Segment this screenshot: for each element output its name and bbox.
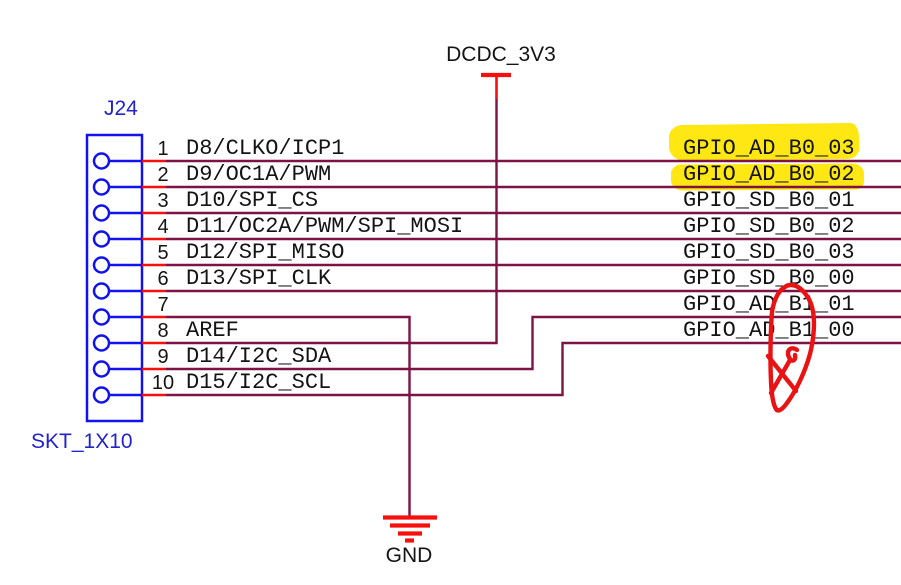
pin-label-6: D13/SPI_CLK	[186, 266, 332, 291]
connector-box	[85, 133, 144, 423]
pin-number-5: 5	[157, 242, 169, 264]
pin-number-9: 9	[157, 346, 169, 368]
power-symbol-3v3	[481, 72, 511, 99]
part-number-label: SKT_1X10	[31, 430, 133, 453]
wire-pin7-gnd	[166, 315, 411, 517]
net-label-gpio-sd-b0-02: GPIO_SD_B0_02	[683, 214, 855, 239]
pin-circle-9	[92, 360, 111, 378]
pin-circle-2	[92, 178, 111, 196]
pin-circle-10	[92, 386, 111, 404]
pin-label-2: D9/OC1A/PWM	[186, 162, 332, 187]
wire-pin8-aref-3v3	[166, 99, 498, 345]
net-label-gpio-sd-b0-03: GPIO_SD_B0_03	[683, 240, 855, 265]
net-label-gpio-sd-b0-00: GPIO_SD_B0_00	[683, 266, 855, 291]
pin-number-4: 4	[157, 216, 169, 238]
pin-circle-7	[92, 308, 111, 326]
pin-number-3: 3	[157, 190, 169, 212]
power-rail-label: DCDC_3V3	[446, 43, 556, 66]
wire-pin10-scl	[166, 341, 901, 397]
net-label-gpio-sd-b0-01: GPIO_SD_B0_01	[683, 188, 855, 213]
gnd-symbol	[383, 515, 437, 543]
pin-label-8: AREF	[186, 318, 239, 343]
net-label-gpio-ad-b1-01: GPIO_AD_B1_01	[683, 292, 855, 317]
net-label-gpio-ad-b0-02: GPIO_AD_B0_02	[683, 162, 855, 187]
wire-pin9-sda	[166, 315, 901, 371]
wires	[166, 99, 901, 517]
pin-label-3: D10/SPI_CS	[186, 188, 319, 213]
pin-label-10: D15/I2C_SCL	[186, 370, 332, 395]
pin-circle-5	[92, 256, 111, 274]
connector-symbol	[85, 133, 166, 423]
pin-number-2: 2	[157, 164, 169, 186]
pin-number-10: 10	[151, 372, 175, 394]
pin-label-1: D8/CLKO/ICP1	[186, 136, 345, 161]
pin-number-6: 6	[157, 268, 169, 290]
pin-number-7: 7	[157, 294, 169, 316]
pin-number-1: 1	[157, 138, 169, 160]
gnd-label: GND	[385, 544, 433, 567]
refdes-label: J24	[104, 97, 138, 120]
pin-stubs	[142, 159, 166, 397]
net-label-gpio-ad-b0-03: GPIO_AD_B0_03	[683, 136, 855, 161]
net-label-gpio-ad-b1-00: GPIO_AD_B1_00	[683, 318, 855, 343]
pin-circle-6	[92, 282, 111, 300]
pin-label-9: D14/I2C_SDA	[186, 344, 332, 369]
pin-circle-3	[92, 204, 111, 222]
pin-circle-8	[92, 334, 111, 352]
pin-number-8: 8	[157, 320, 169, 342]
pin-circle-1	[92, 152, 111, 170]
pin-circles	[92, 152, 111, 404]
pin-circle-4	[92, 230, 111, 248]
pin-label-5: D12/SPI_MISO	[186, 240, 345, 265]
pin-label-4: D11/OC2A/PWM/SPI_MOSI	[186, 214, 464, 239]
pin-leads	[109, 159, 142, 397]
